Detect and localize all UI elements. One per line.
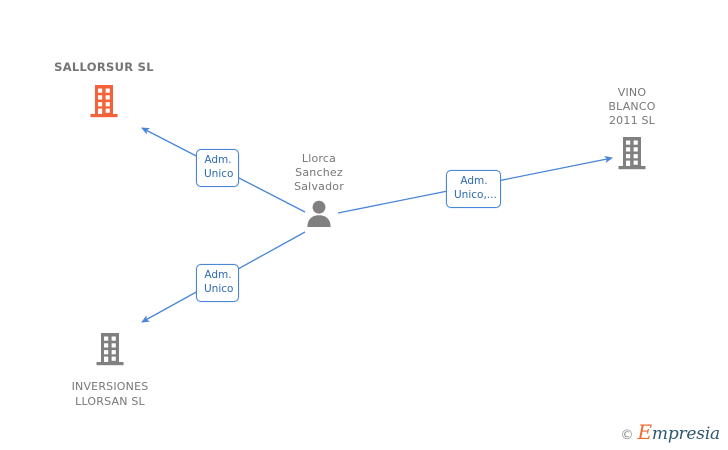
edge-label-to-inversiones-llorsan[interactable]: Adm. Unico [196,264,239,302]
node-company-sallorsur[interactable]: SALLORSUR SL [34,60,174,123]
empresia-logo-text: mpresia [651,424,720,444]
node-person-llorca-sanchez-salvador[interactable]: Llorca Sanchez Salvador [272,152,366,233]
person-icon [272,194,366,232]
node-label-vino-blanco-2011: VINO BLANCO 2011 SL [608,86,656,128]
edge-label-to-vino-blanco[interactable]: Adm. Unico,... [446,170,501,208]
edge-label-to-sallorsur[interactable]: Adm. Unico [196,149,239,187]
empresia-logo: Empresia [638,420,721,444]
building-icon [582,128,682,175]
node-company-vino-blanco-2011[interactable]: VINO BLANCO 2011 SL [582,86,682,176]
node-label-inversiones-llorsan: INVERSIONES LLORSAN SL [71,380,149,408]
building-icon [55,332,165,371]
empresia-watermark: © Empresia [621,420,721,444]
copyright-icon: © [620,428,634,443]
building-icon [34,75,174,123]
node-company-inversiones-llorsan[interactable]: INVERSIONES LLORSAN SL [55,332,165,409]
node-label-person: Llorca Sanchez Salvador [294,152,344,194]
empresia-logo-initial: E [637,420,653,444]
node-label-sallorsur: SALLORSUR SL [54,60,154,74]
